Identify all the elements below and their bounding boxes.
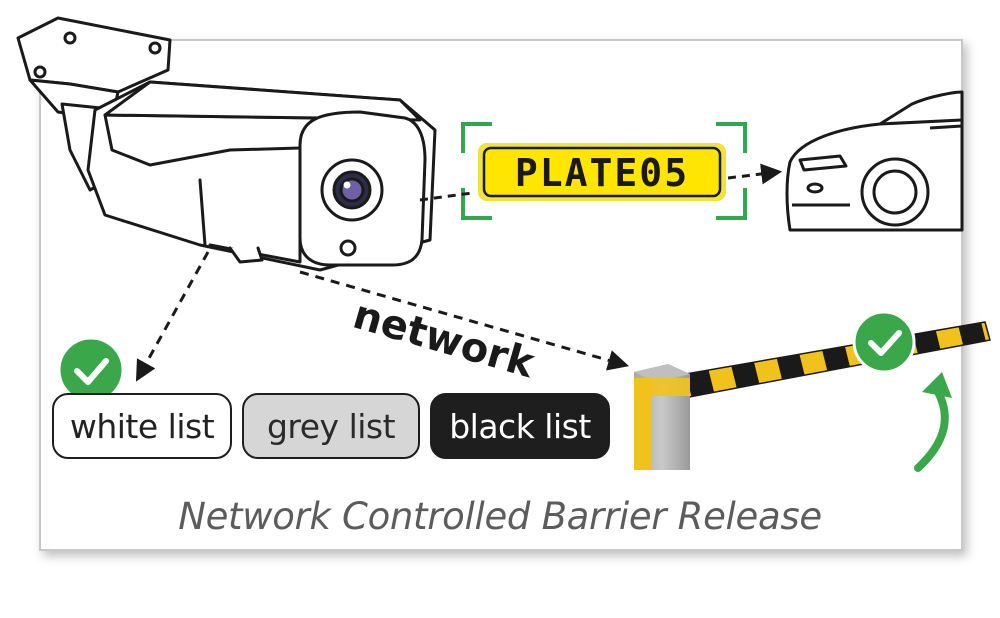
plate-detection-brackets	[461, 122, 747, 220]
license-plate: PLATE05	[478, 143, 726, 201]
camera-to-plate-link	[419, 191, 473, 202]
camera-to-barrier-arrow	[299, 270, 630, 371]
white-list-label: white list	[69, 406, 215, 446]
grey-list-label: grey list	[266, 406, 396, 446]
plate-text: PLATE05	[515, 151, 689, 195]
diagram-caption: Network Controlled Barrier Release	[178, 495, 822, 538]
white-list-badge: white list	[52, 393, 232, 459]
black-list-label: black list	[449, 406, 591, 446]
barrier-gate-icon	[634, 364, 690, 470]
camera-icon	[16, 16, 437, 272]
grey-list-badge: grey list	[242, 393, 420, 459]
white-list-checkmark-icon	[57, 336, 125, 404]
camera-to-lists-arrow	[135, 251, 210, 382]
black-list-badge: black list	[430, 393, 610, 459]
curved-arrow-icon	[914, 372, 952, 472]
barrier-approved-checkmark-icon	[852, 310, 916, 374]
car-icon	[785, 90, 964, 232]
